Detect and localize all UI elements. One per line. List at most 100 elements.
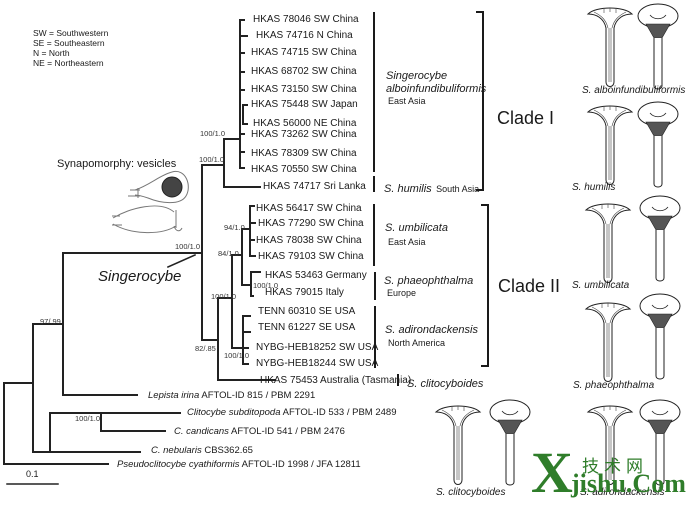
support-value: 100/1.0 — [200, 129, 226, 138]
taxon-label: HKAS 79015 Italy — [265, 287, 344, 298]
outgroup-voucher: AFTOL-ID 815 / PBM 2291 — [201, 390, 316, 401]
synapomorphy-label: Synapomorphy: vesicles — [57, 158, 177, 170]
support-value: 97/.99 — [40, 317, 61, 326]
taxon-label: HKAS 78046 SW China — [253, 14, 359, 25]
group-label-clitocyboides: S. clitocyboides — [407, 374, 483, 392]
branch — [231, 254, 244, 349]
outgroup-species: Clitocybe subditopoda — [187, 407, 281, 418]
outgroup-label: C. candicans AFTOL-ID 541 / PBM 2476 — [174, 426, 345, 438]
branch — [3, 382, 109, 465]
outgroup-voucher: AFTOL-ID 1998 / JFA 12811 — [241, 459, 361, 470]
region-name: Europe — [387, 288, 417, 298]
taxon-label: HKAS 70550 SW China — [251, 164, 357, 175]
illustration-alboinfundibuliformis-side — [587, 7, 633, 87]
watermark-x: X — [531, 440, 573, 505]
illustration-caption: S. adirondackensis — [580, 487, 665, 498]
species-name: S. phaeophthalma — [384, 275, 474, 287]
clade-label: Clade II — [498, 276, 561, 296]
branch — [223, 138, 261, 188]
legend-line: SE = Southeastern — [33, 38, 105, 48]
illustration-phaeophthalma-top — [639, 293, 681, 380]
illustration-clitocyboides-top — [489, 399, 531, 486]
support-value: 100/1.0 — [211, 292, 237, 301]
legend-line: NE = Northeastern — [33, 58, 104, 68]
taxon-label: HKAS 74715 SW China — [251, 47, 357, 58]
taxon-label: HKAS 75453 Australia (Tasmania) — [260, 375, 412, 386]
support-value: 100/1.0 — [253, 281, 279, 290]
support-value: 84/1.0 — [218, 249, 239, 258]
taxon-label: TENN 61227 SE USA — [258, 322, 356, 333]
vesicle-illustration — [112, 170, 189, 234]
taxon-label: HKAS 77290 SW China — [258, 218, 364, 229]
outgroup-label: Pseudoclitocybe cyathiformis AFTOL-ID 19… — [117, 459, 361, 471]
clade-bracket — [476, 11, 484, 191]
outgroup-voucher: AFTOL-ID 533 / PBM 2489 — [282, 407, 397, 418]
species-name: Singerocybe — [386, 70, 448, 82]
taxon-label: HKAS 79103 SW China — [258, 251, 364, 262]
illustration-umbilicata-side — [585, 203, 631, 283]
support-value: 82/.85 — [195, 344, 216, 353]
outgroup-voucher: CBS362.65 — [204, 445, 253, 456]
group-label-umbilicata: S. umbilicata East Asia — [385, 222, 448, 248]
illustration-clitocyboides-side — [435, 405, 481, 485]
outgroup-species: Lepista irina — [148, 390, 200, 401]
taxon-label: HKAS 74717 Sri Lanka — [263, 181, 366, 192]
support-value: 100/1.0 — [224, 351, 250, 360]
illustration-humilis-side — [587, 105, 633, 185]
group-bar — [397, 374, 399, 386]
species-name: S. adirondackensis — [385, 324, 478, 336]
group-bar — [373, 204, 375, 266]
branch — [249, 205, 256, 257]
taxon-label: HKAS 78038 SW China — [256, 235, 362, 246]
species-name: S. umbilicata — [385, 222, 448, 234]
branch — [242, 104, 248, 125]
branch — [239, 19, 248, 169]
watermark-domain: jishu.Com — [571, 469, 686, 498]
species-name: S. clitocyboides — [407, 378, 484, 390]
illustration-caption: S. alboinfundibuliformis — [582, 85, 686, 96]
scale-label: 0.1 — [26, 469, 39, 479]
watermark-cn: 技术网 — [582, 457, 648, 477]
species-name: S. humilis — [384, 183, 432, 195]
group-label-humilis: S. humilis South Asia — [384, 179, 479, 197]
region-name: North America — [388, 338, 446, 348]
legend-line: SW = Southwestern — [33, 28, 109, 38]
group-bar — [373, 12, 375, 172]
group-bar — [374, 272, 376, 300]
branch — [49, 412, 141, 453]
group-label-adirondackensis: S. adirondackensis North America — [385, 324, 478, 349]
taxon-label: HKAS 74716 N China — [256, 30, 353, 41]
group-label-phaeophthalma: S. phaeophthalma Europe — [384, 275, 473, 299]
outgroup-label: Lepista irina AFTOL-ID 815 / PBM 2291 — [148, 390, 315, 402]
clade-label: Clade I — [497, 108, 555, 128]
taxon-label: HKAS 73150 SW China — [251, 84, 357, 95]
illustration-umbilicata-top — [639, 195, 681, 282]
support-value: 100/1.0 — [175, 242, 201, 251]
taxon-label: HKAS 68702 SW China — [251, 66, 357, 77]
genus-pointer-line — [166, 253, 197, 269]
outgroup-label: C. nebularis CBS362.65 — [151, 445, 253, 457]
region-name: South Asia — [436, 184, 480, 194]
illustration-humilis-top — [637, 101, 679, 188]
taxon-label: NYBG-HEB18252 SW USA — [256, 342, 379, 353]
illustration-phaeophthalma-side — [585, 302, 631, 382]
illustration-caption: S. umbilicata — [572, 280, 630, 291]
illustration-alboinfundibuliformis-top — [637, 3, 679, 90]
outgroup-species: Pseudoclitocybe cyathiformis — [117, 459, 240, 470]
clade-bracket — [481, 204, 489, 367]
outgroup-species: C. nebularis — [151, 445, 202, 456]
support-value: 100/1.0 — [75, 414, 101, 423]
species-name: alboinfundibuliformis — [386, 83, 487, 95]
taxon-label: HKAS 73262 SW China — [251, 129, 357, 140]
illustration-caption: S. humilis — [572, 182, 616, 193]
legend-line: N = North — [33, 48, 70, 58]
branch — [241, 228, 252, 286]
branch — [242, 315, 251, 365]
taxon-label: HKAS 56417 SW China — [256, 203, 362, 214]
branch — [62, 252, 138, 396]
genus-label: Singerocybe — [98, 268, 182, 285]
